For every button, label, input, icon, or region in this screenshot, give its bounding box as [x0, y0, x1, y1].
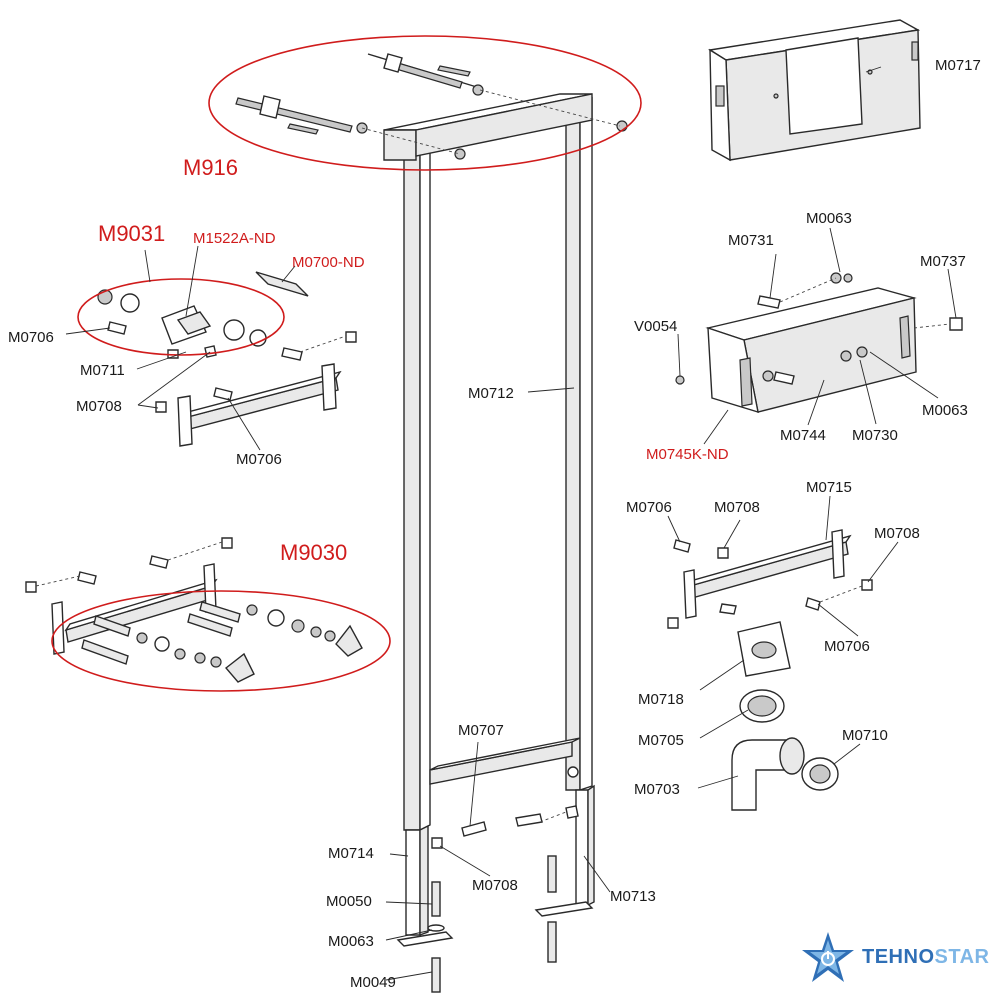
- m0744-bracket: [675, 272, 963, 414]
- label-m0731: M0731: [728, 232, 774, 249]
- label-m0063-a: M0063: [806, 210, 852, 227]
- label-m0707: M0707: [458, 722, 504, 739]
- label-m0744: M0744: [780, 427, 826, 444]
- front-panel: [708, 19, 921, 162]
- label-m0700-nd: M0700-ND: [292, 254, 365, 271]
- label-v0054: V0054: [634, 318, 677, 335]
- label-m0714: M0714: [328, 845, 374, 862]
- label-m0706-a: M0706: [8, 329, 54, 346]
- m916-hardware: [235, 53, 628, 160]
- label-m0049: M0049: [350, 974, 396, 991]
- label-m0063-c: M0063: [328, 933, 374, 950]
- label-m0708-c: M0708: [874, 525, 920, 542]
- group-m9031-outline: [77, 278, 285, 356]
- label-m0703: M0703: [634, 781, 680, 798]
- label-m0730: M0730: [852, 427, 898, 444]
- label-m0706-c: M0706: [626, 499, 672, 516]
- group-m916-outline: [208, 35, 642, 171]
- label-m0712: M0712: [468, 385, 514, 402]
- label-m0708-d: M0708: [472, 877, 518, 894]
- main-frame: [383, 93, 595, 947]
- label-m0745k-nd: M0745K-ND: [646, 446, 729, 463]
- label-m0718: M0718: [638, 691, 684, 708]
- brand-name: TEHNOSTAR: [862, 946, 989, 969]
- label-m0737: M0737: [920, 253, 966, 270]
- label-m0715: M0715: [806, 479, 852, 496]
- brand-name-part1: TEHNO: [862, 946, 935, 968]
- leader-lines: [65, 66, 957, 981]
- brand-name-part2: STAR: [934, 946, 990, 968]
- group-label-m916: M916: [183, 155, 238, 180]
- bottom-hardware: [427, 805, 579, 993]
- label-m1522a-nd: M1522A-ND: [193, 230, 276, 247]
- label-m0713: M0713: [610, 888, 656, 905]
- label-m0708-a: M0708: [76, 398, 122, 415]
- label-m0705: M0705: [638, 732, 684, 749]
- label-m0710: M0710: [842, 727, 888, 744]
- label-m0708-b: M0708: [714, 499, 760, 516]
- group-label-m9030: M9030: [280, 540, 347, 565]
- brand-logo: TEHNOSTAR: [800, 930, 995, 986]
- label-m0063-b: M0063: [922, 402, 968, 419]
- star-power-icon: [802, 932, 854, 982]
- label-m0711: M0711: [80, 362, 125, 379]
- drain-parts: [731, 621, 839, 811]
- m9031-assembly: [97, 271, 357, 447]
- label-m0050: M0050: [326, 893, 372, 910]
- label-m0717: M0717: [935, 57, 981, 74]
- label-m0706-d: M0706: [824, 638, 870, 655]
- group-m9030-outline: [51, 590, 391, 692]
- label-m0706-b: M0706: [236, 451, 282, 468]
- m0715-rail: [667, 529, 873, 629]
- group-label-m9031: M9031: [98, 221, 165, 246]
